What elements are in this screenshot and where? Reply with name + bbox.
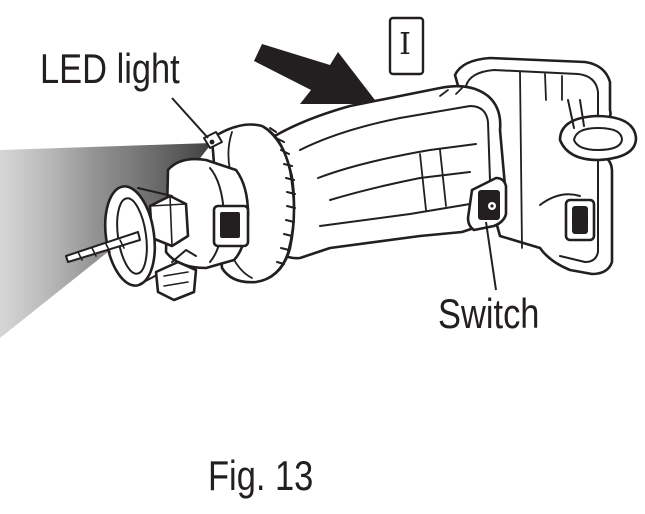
tool-body xyxy=(65,56,638,302)
led-light-label: LED light xyxy=(40,45,180,92)
motor-grip xyxy=(266,84,507,260)
depth-guide-knob xyxy=(154,260,198,302)
switch-label: Switch xyxy=(438,290,540,337)
on-symbol-box xyxy=(388,16,425,76)
led-leader-line xyxy=(171,97,209,139)
figure-caption: Fig. 13 xyxy=(208,452,314,499)
switch-leader-line xyxy=(485,221,497,291)
on-symbol-label: I xyxy=(399,27,411,62)
cutting-bit xyxy=(65,231,141,263)
direction-arrow-icon xyxy=(254,44,378,104)
